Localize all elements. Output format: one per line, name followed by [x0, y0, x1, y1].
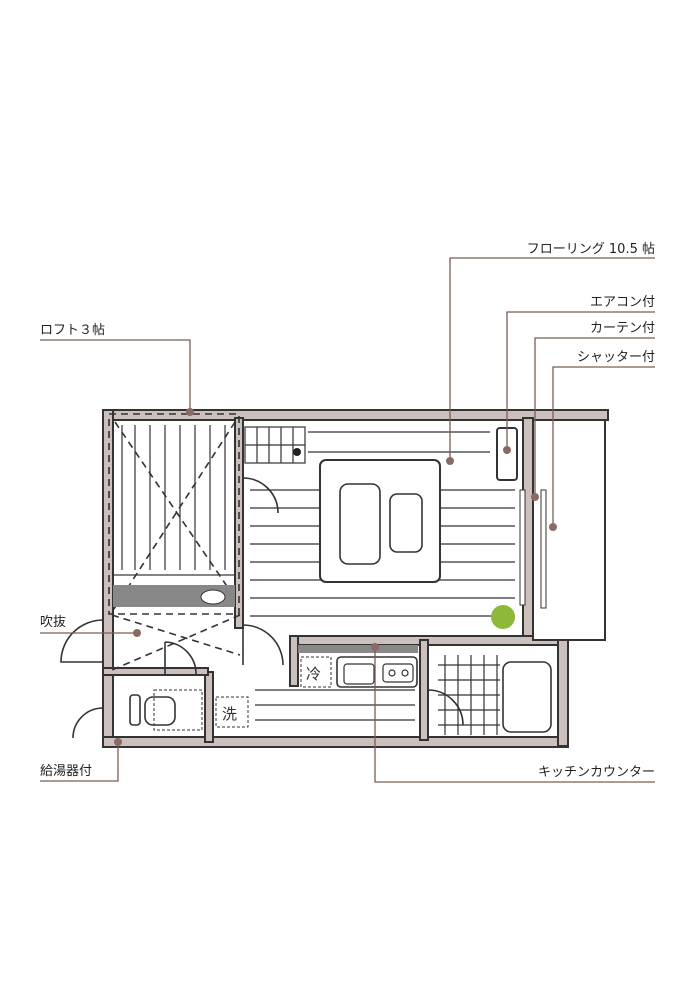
doors: [60, 477, 464, 739]
flooring-label: フローリング 10.5 帖: [527, 242, 655, 257]
rug-and-sofa: [319, 459, 441, 583]
toilet: [129, 689, 203, 731]
curtain-label: カーテン付: [590, 321, 655, 336]
shutter-label: シャッター付: [577, 350, 655, 365]
plant: [491, 605, 515, 629]
water-heater-label: 給湯器付: [40, 764, 92, 779]
bathroom: [438, 655, 552, 735]
kitchen-counter: [298, 645, 418, 688]
ladder: [244, 426, 306, 464]
washer-space: [215, 696, 249, 728]
shutter: [540, 489, 547, 609]
leader-lines: [40, 257, 655, 783]
fukinuke-label: 吹抜: [40, 614, 66, 630]
aircon-label: エアコン付: [590, 295, 655, 310]
kitchen-counter-label: キッチンカウンター: [538, 765, 655, 780]
washer-label: 洗: [222, 705, 237, 723]
fridge-label: 冷: [306, 665, 321, 683]
loft-label: ロフト３帖: [40, 323, 105, 338]
curtain-rail: [519, 489, 526, 606]
loft-area: [108, 413, 241, 671]
